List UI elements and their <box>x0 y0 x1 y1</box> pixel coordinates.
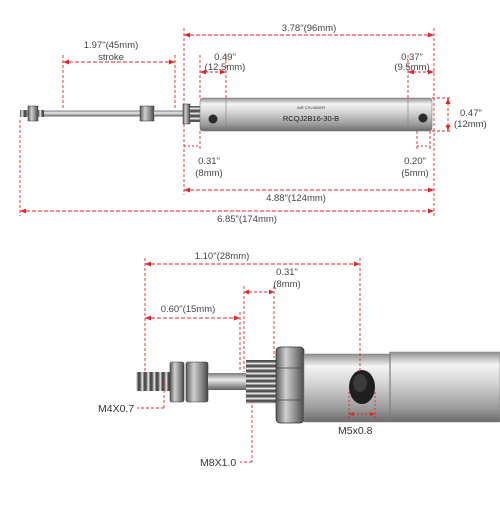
detail-front-cap <box>303 353 391 423</box>
top-cylinder: AIR CYLINDER RCQJ2B16-30-B <box>20 97 433 132</box>
diameter-mm: (12mm) <box>454 119 487 130</box>
neck-inch: 0.31" <box>198 156 220 167</box>
rod-nut-2 <box>185 361 209 403</box>
port-thread-label: M5x0.8 <box>338 425 373 437</box>
detail-mount-thread <box>246 360 276 404</box>
top-dimension-texts: 1.97"(45mm) stroke 3.78"(96mm) 0.49" (12… <box>84 23 487 225</box>
rear-boss-mm: (9.5mm) <box>394 62 429 73</box>
piston-rod <box>44 110 142 117</box>
front-boss-mm: (12.5mm) <box>205 62 246 73</box>
piston-rod-inner <box>154 110 184 117</box>
extended-length-dimension: 6.85"(174mm) <box>217 214 277 225</box>
thread-length-inch: 0.31" <box>276 267 298 278</box>
retracted-length-dimension: 4.88"(124mm) <box>266 193 326 204</box>
detail-mount-nut <box>275 346 305 424</box>
rod-thread-label: M4X0.7 <box>98 403 134 415</box>
rod-end-nut <box>27 105 39 122</box>
eye-mm: (5mm) <box>401 168 428 179</box>
model-marking: RCQJ2B16-30-B <box>283 114 339 123</box>
top-dimension-arrows <box>20 32 451 214</box>
front-port-hole <box>208 114 218 124</box>
neck-mm: (8mm) <box>195 168 222 179</box>
mount-thread <box>190 106 200 122</box>
detail-barrel <box>389 351 500 423</box>
detail-dimension-texts: 1.10"(28mm) 0.31" (8mm) 0.60"(15mm) M4X0… <box>98 251 373 469</box>
rod-thread-length-dimension: 0.60"(15mm) <box>161 304 216 315</box>
thread-length-mm: (8mm) <box>273 279 300 290</box>
rod-to-port-dimension: 1.10"(28mm) <box>195 251 250 262</box>
stroke-dimension: 1.97"(45mm) <box>84 40 139 51</box>
rod-nut-1 <box>169 361 185 403</box>
brand-marking: AIR CYLINDER <box>297 105 325 110</box>
mount-nut <box>182 103 191 125</box>
detail-rod-thread <box>136 372 176 391</box>
stroke-label: stroke <box>98 52 124 63</box>
detail-dimension-arrows <box>145 261 375 416</box>
detail-piston-rod <box>208 373 246 390</box>
mount-thread-label: M8X1.0 <box>200 457 236 469</box>
rear-boss-inch: 0.37" <box>401 52 423 63</box>
front-boss-inch: 0.49" <box>214 52 236 63</box>
eye-inch: 0.20" <box>404 156 426 167</box>
diameter-inch: 0.47" <box>460 108 482 119</box>
detail-dimension-lines <box>137 258 376 463</box>
cylinder-body <box>199 97 433 132</box>
rod-collar <box>139 105 155 122</box>
detail-cylinder <box>136 346 500 424</box>
rear-eye-hole <box>418 113 428 123</box>
body-length-dimension: 3.78"(96mm) <box>282 23 337 34</box>
